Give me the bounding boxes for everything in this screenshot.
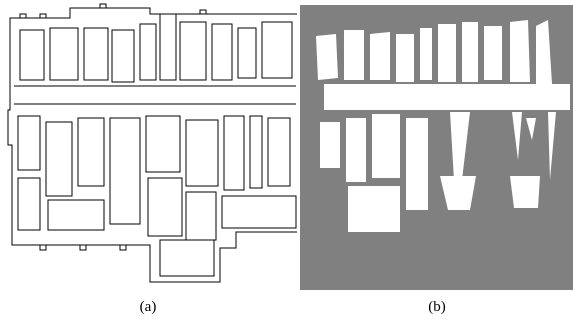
caption-b: (b) xyxy=(428,299,446,315)
top-rooms xyxy=(19,13,293,83)
free-space-panel xyxy=(300,0,573,292)
wall-notches xyxy=(19,3,207,251)
free-wedges xyxy=(440,112,556,210)
free-space-map xyxy=(300,5,573,290)
occupied-background xyxy=(300,5,573,290)
lower-left-rooms xyxy=(17,115,141,231)
floor-plan-drawing xyxy=(7,3,297,283)
corridor-free xyxy=(324,84,570,110)
middle-rooms xyxy=(145,115,291,191)
lower-wing-rooms xyxy=(147,177,297,277)
lower-free-rooms xyxy=(320,114,428,232)
caption-a: (a) xyxy=(139,299,157,315)
floor-plan-panel xyxy=(0,0,297,292)
top-free-rooms xyxy=(316,20,552,84)
corridor xyxy=(14,85,296,105)
building-outline xyxy=(7,7,297,283)
